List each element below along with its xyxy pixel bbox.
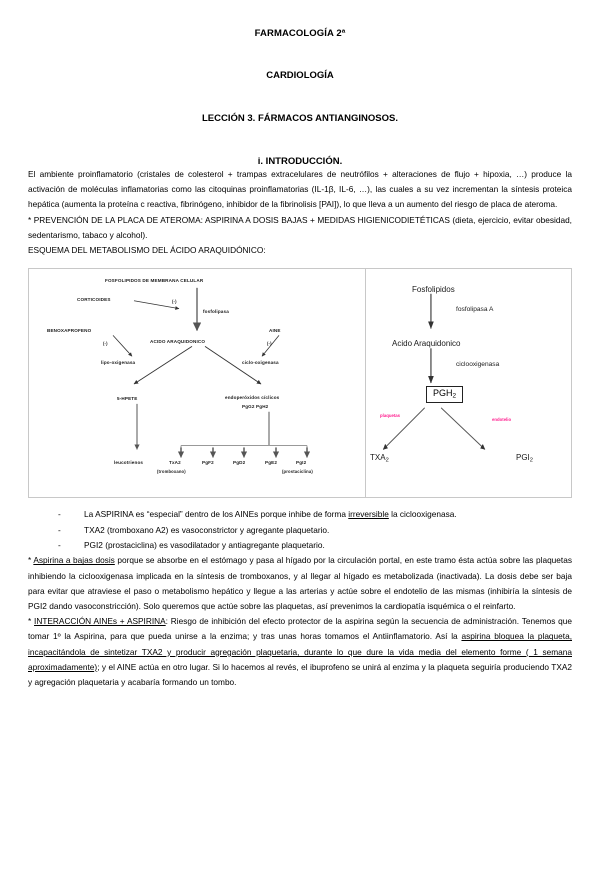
- list-item: - La ASPIRINA es “especial” dentro de los…: [58, 507, 572, 522]
- document-subtitle: CARDIOLOGÍA: [266, 70, 334, 81]
- paragraph-aspirina: * Aspirina a bajas dosis porque se absor…: [28, 553, 572, 614]
- diagram-product-name-0: TxA2: [169, 460, 181, 466]
- document-page: FARMACOLOGÍA 2ª CARDIOLOGÍA LECCIÓN 3. F…: [0, 28, 600, 876]
- aspirina-marker: *: [28, 555, 32, 566]
- list-item: - PGI2 (prostaciclina) es vasodilatador y…: [58, 538, 572, 553]
- page-title: FARMACOLOGÍA 2ª: [254, 28, 346, 39]
- paragraph-prevencion: * PREVENCIÓN DE LA PLACA DE ATEROMA: ASP…: [28, 214, 572, 240]
- esquema-heading: ESQUEMA DEL METABOLISMO DEL ÁCIDO ARAQUI…: [28, 245, 266, 256]
- pgi2-text: PGI: [516, 453, 530, 463]
- arachidonic-acid-metabolism-diagram: FOSFOLIPIDOS DE MEMBRANA CELULAR CORTICO…: [28, 268, 572, 499]
- paragraph-intro: El ambiente proinflamatorio (cristales d…: [28, 169, 572, 210]
- diagram-product-name-3: PgE2: [265, 460, 278, 466]
- diagram-product-name-4: PgI2: [296, 460, 307, 466]
- diagram-sign-benoxaprofeno: (-): [103, 341, 108, 347]
- txa2-subscript: 2: [385, 457, 389, 464]
- diagram-product-note-0: (tromboxano): [157, 469, 186, 475]
- diagram-label-aine: AINE: [269, 328, 281, 334]
- diagram-product-name-1: PgF2: [202, 460, 214, 466]
- diagram-annotation-endotelio: endotelio: [492, 417, 512, 423]
- pgh2-text: PGH: [433, 388, 453, 399]
- section-heading: i. INTRODUCCIÓN.: [257, 156, 343, 167]
- diagram-node-txa2: TXA2: [370, 453, 389, 463]
- title-block: FARMACOLOGÍA 2ª CARDIOLOGÍA LECCIÓN 3. F…: [28, 28, 572, 167]
- pgi2-subscript: 2: [529, 457, 533, 464]
- diagram-node-cyclic-endoperoxides: endoperóxidos cíclicos: [225, 395, 280, 401]
- diagram-node-5-hpete: 5-HPETE: [117, 396, 138, 402]
- bullet-text-pre-1: TXA2 (tromboxano A2) es vasoconstrictor …: [84, 524, 330, 535]
- diagram-label-ciclooxigenasa: ciclo-oxigenasa: [242, 360, 279, 366]
- bullet-dash-1: -: [58, 524, 61, 535]
- diagram-node-pgh2: PGH2: [426, 386, 464, 403]
- bullet-dash-2: -: [58, 540, 61, 551]
- bullet-text-pre-0: La ASPIRINA es “especial” dentro de los …: [84, 509, 349, 520]
- diagram-left-panel: FOSFOLIPIDOS DE MEMBRANA CELULAR CORTICO…: [29, 269, 365, 497]
- bullet-text-underlined-0: irreversible: [348, 509, 389, 520]
- diagram-product-name-2: PgD2: [233, 460, 246, 466]
- bullet-list: - La ASPIRINA es “especial” dentro de los…: [28, 507, 572, 553]
- bullet-text-pre-2: PGI2 (prostaciclina) es vasodilatador y …: [84, 540, 325, 551]
- diagram-label-benoxaprofeno: BENOXAPROFENO: [47, 328, 92, 334]
- interaccion-underlined-mid: aspirina bloquea la plaqueta, incapacitá…: [28, 631, 572, 672]
- diagram-label-ciclooxigenasa-right: ciclooxigenasa: [456, 361, 500, 369]
- diagram-product-note-4: (prostaciclina): [282, 469, 313, 475]
- aspirina-body: porque se absorbe en el estómago y pasa …: [28, 555, 572, 612]
- aspirina-underlined-lead: Aspirina a bajas dosis: [33, 555, 115, 566]
- bullet-text-post-0: la ciclooxigenasa.: [388, 509, 457, 520]
- diagram-annotation-plaquetas: plaquetas: [380, 413, 401, 419]
- diagram-sign-corticoides: (-): [172, 299, 177, 305]
- diagram-node-acido-araquidonico-right: Acido Araquidonico: [392, 339, 461, 349]
- interaccion-part1: : Riesgo de inhibición del efecto protec…: [28, 616, 572, 642]
- interaccion-part2: ; y el AINE actúa en otro lugar. Si lo h…: [28, 661, 572, 688]
- bullet-dash-0: -: [58, 509, 61, 520]
- diagram-node-pgi2: PGI2: [516, 453, 533, 463]
- txa2-text: TXA: [370, 453, 386, 463]
- list-item: - TXA2 (tromboxano A2) es vasoconstrictor…: [58, 523, 572, 538]
- diagram-label-fosfolipasa: fosfolipasa: [203, 309, 229, 315]
- diagram-node-membrane-phospholipids: FOSFOLIPIDOS DE MEMBRANA CELULAR: [105, 278, 204, 284]
- diagram-sign-aine: (-): [267, 341, 272, 347]
- pgh2-subscript: 2: [452, 392, 457, 400]
- diagram-node-arachidonic-acid: ACIDO ARAQUIDONICO: [150, 339, 206, 345]
- diagram-left-arrows: [112, 288, 311, 459]
- interaccion-underlined-lead: INTERACCIÓN AINEs + ASPIRINA: [34, 616, 166, 627]
- diagram-node-fosfolipidos: Fosfolipidos: [412, 285, 455, 295]
- diagram-label-fosfolipasa-a: fosfolipasa A: [456, 306, 494, 314]
- diagram-right-arrows: [382, 294, 486, 451]
- diagram-label-corticoides: CORTICOIDES: [77, 297, 111, 303]
- diagram-node-endoperoxides-species: PgG2 PgH2: [242, 404, 269, 410]
- lesson-heading: LECCIÓN 3. FÁRMACOS ANTIANGINOSOS.: [202, 113, 398, 124]
- interaccion-marker: *: [28, 616, 32, 627]
- diagram-right-panel: Fosfolipidos fosfolipasa A Acido Araquid…: [365, 269, 571, 498]
- paragraph-interaccion: * INTERACCIÓN AINEs + ASPIRINA: Riesgo d…: [28, 614, 572, 690]
- diagram-label-lipooxigenasa: lipo-oxigenasa: [101, 360, 136, 366]
- diagram-node-leucotrienos: leucotrienos: [114, 460, 144, 466]
